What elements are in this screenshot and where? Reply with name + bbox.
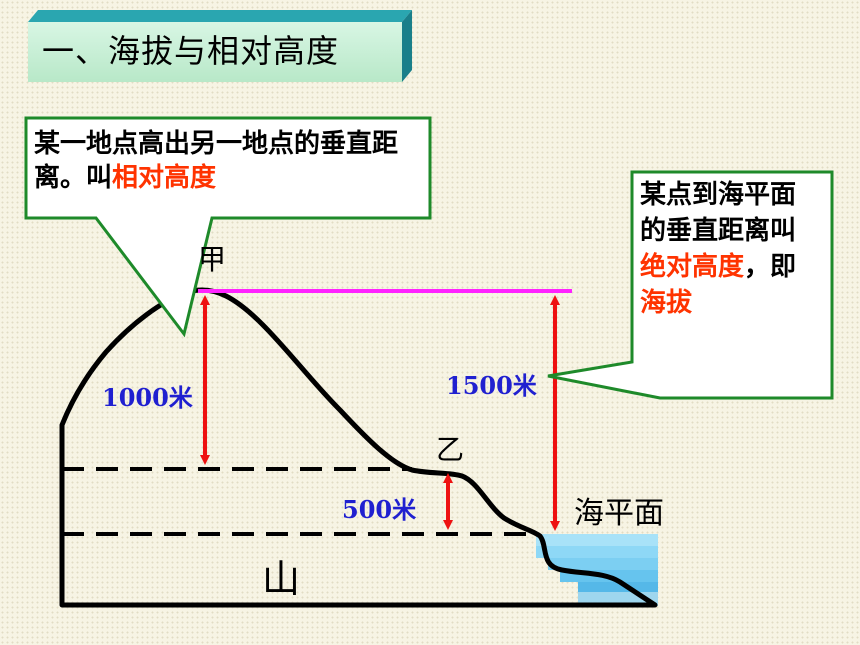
- mountain-outline: [59, 287, 658, 608]
- relative-height-term: 相对高度: [112, 162, 217, 193]
- title-box: [28, 10, 412, 82]
- relative-height-callout-text: 某一地点高出另一地点的垂直距离。叫相对高度: [34, 128, 424, 196]
- yi-relative-height-label: 500米: [342, 495, 417, 524]
- title-box-front-face: [28, 22, 402, 82]
- sea-level-label: 海平面: [574, 496, 664, 531]
- sea-band-3: [548, 558, 658, 570]
- page-title: 一、海拔与相对高度: [42, 32, 340, 70]
- absolute-height-definition: 某点到海平面的垂直距离叫: [640, 180, 797, 246]
- mountain-label: 山: [262, 557, 301, 601]
- sea-band-1: [536, 534, 658, 546]
- sea-band-2: [536, 546, 658, 558]
- absolute-height-term: 绝对高度: [640, 251, 745, 282]
- title-box-top-face: [28, 10, 412, 22]
- sea-band-5: [578, 582, 658, 592]
- absolute-height-callout-text: 某点到海平面的垂直距离叫绝对高度，即海拔: [640, 178, 818, 322]
- altitude-term: 海拔: [640, 287, 693, 318]
- sea-water: [536, 534, 658, 606]
- jia-absolute-height-label: 1500米: [446, 371, 537, 400]
- absolute-height-connector: ，即: [744, 251, 797, 282]
- jia-relative-height-label: 1000米: [102, 383, 193, 412]
- title-box-side-face: [402, 10, 412, 82]
- point-jia-label: 甲: [198, 243, 227, 276]
- point-yi-label: 乙: [436, 433, 465, 466]
- relative-height-definition: 某一地点高出另一地点的垂直距离。叫: [34, 129, 399, 193]
- relative-height-callout-bubble: [24, 116, 432, 338]
- absolute-height-callout-bubble: [547, 170, 834, 400]
